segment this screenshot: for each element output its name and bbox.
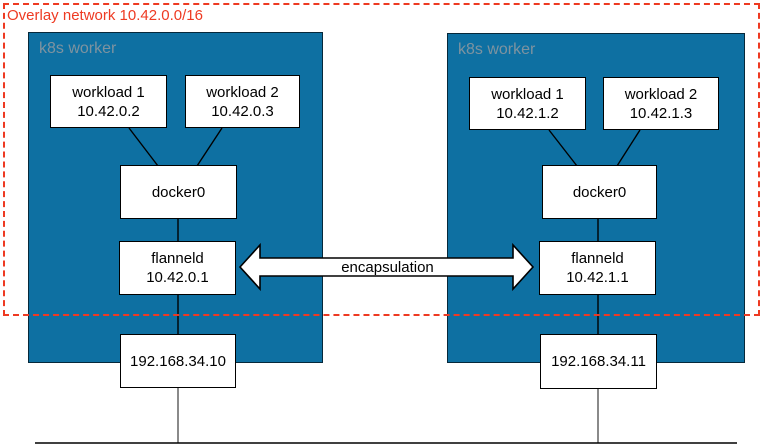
workload-name: workload 1 — [491, 85, 564, 103]
host-ip: 192.168.34.11 — [551, 353, 646, 370]
workload-name: workload 2 — [624, 85, 698, 103]
node-workload2-right: workload 2 10.42.1.3 — [603, 77, 719, 130]
overlay-network-title: Overlay network 10.42.0.0/16 — [7, 7, 203, 24]
encapsulation-label: encapsulation — [341, 259, 434, 276]
link-workload1-docker0-left — [128, 127, 159, 167]
node-workload1-left: workload 1 10.42.0.2 — [50, 75, 167, 128]
node-docker0-left: docker0 — [120, 165, 237, 219]
flannel-ip: 10.42.0.1 — [146, 269, 209, 286]
node-docker0-right: docker0 — [542, 165, 657, 219]
flannel-name: flanneld — [151, 250, 204, 267]
encapsulation-arrow — [238, 242, 535, 292]
flannel-ip: 10.42.1.1 — [566, 269, 629, 286]
workload-ip: 10.42.0.3 — [211, 102, 274, 120]
bridge-name: docker0 — [572, 183, 627, 201]
bridge-name: docker0 — [151, 183, 206, 201]
link-workload2-docker0-left — [196, 127, 223, 167]
workload-name: workload 2 — [206, 83, 279, 101]
link-workload2-docker0-right — [616, 129, 641, 167]
workload-ip: 10.42.0.2 — [77, 102, 140, 120]
workload-ip: 10.42.1.3 — [629, 104, 693, 122]
node-flanneld-right: flanneld 10.42.1.1 — [539, 241, 656, 295]
worker-label-left: k8s worker — [39, 40, 117, 57]
flannel-name: flanneld — [571, 250, 624, 267]
host-ip: 192.168.34.10 — [130, 352, 226, 370]
workload-name: workload 1 — [72, 83, 145, 101]
node-workload2-left: workload 2 10.42.0.3 — [185, 75, 300, 128]
node-flanneld-left: flanneld 10.42.0.1 — [119, 241, 236, 295]
worker-label-right: k8s worker — [458, 41, 536, 58]
node-hostip-left: 192.168.34.10 — [120, 334, 236, 388]
link-workload1-docker0-right — [548, 129, 578, 167]
node-hostip-right: 192.168.34.11 — [540, 334, 657, 389]
workload-ip: 10.42.1.2 — [496, 104, 559, 122]
node-workload1-right: workload 1 10.42.1.2 — [469, 77, 586, 130]
